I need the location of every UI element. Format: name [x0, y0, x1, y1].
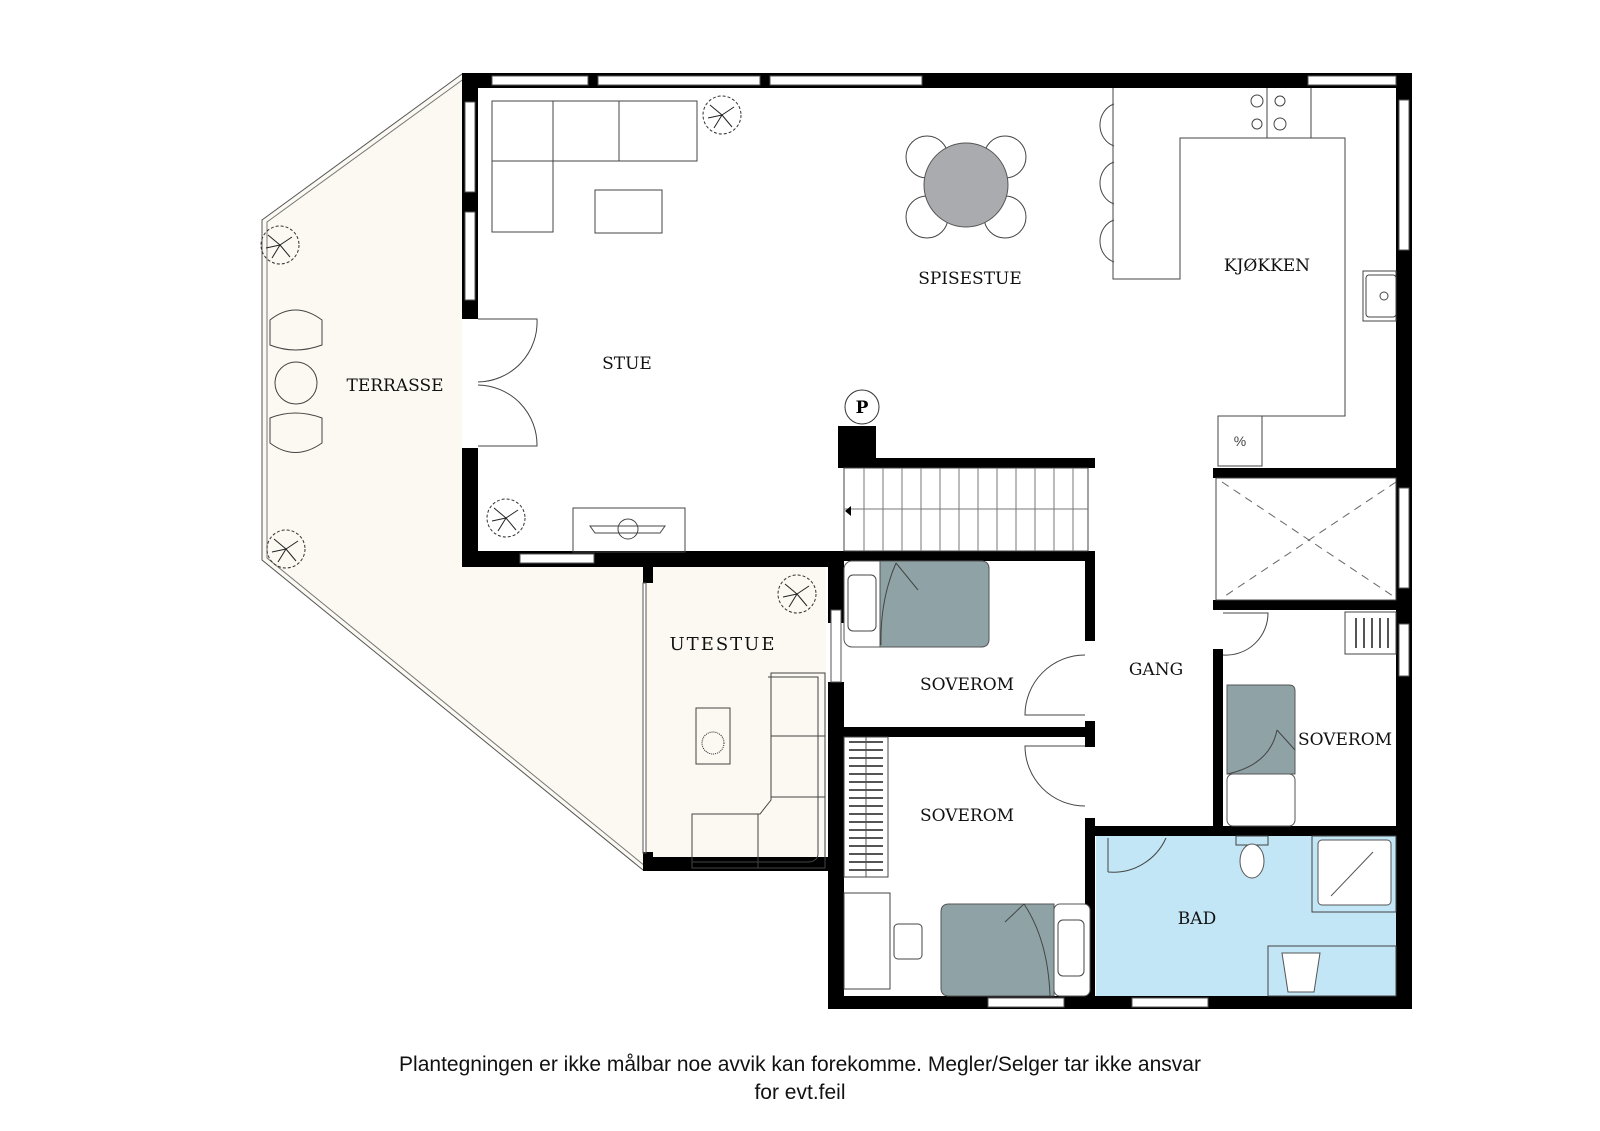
room-label-bad: BAD: [1178, 909, 1216, 929]
plant-icon: [486, 498, 526, 538]
disclaimer-caption: Plantegningen er ikke målbar noe avvik k…: [0, 1051, 1600, 1107]
bar-stools: [1099, 103, 1115, 263]
sofa: [491, 100, 698, 233]
fireplace-marker: P: [844, 389, 880, 425]
side-table: [695, 707, 731, 765]
staircase: [843, 467, 1089, 552]
door-soverom-1[interactable]: [1024, 654, 1086, 716]
room-label-spisestue: SPISESTUE: [918, 269, 1022, 289]
sink-icon: [1267, 945, 1397, 997]
wardrobe: [843, 736, 889, 878]
plant-icon: [777, 574, 817, 614]
utestue-area: [646, 566, 826, 870]
stove-icon: [1250, 94, 1287, 131]
toilet-icon: [1235, 835, 1269, 879]
kitchen-counter: [1112, 88, 1397, 466]
shower-icon: [1311, 835, 1397, 913]
terrace-table: [274, 361, 318, 405]
closet: [1215, 477, 1397, 601]
door-bad[interactable]: [1107, 837, 1167, 873]
dining-set: [905, 135, 1027, 239]
terrace-door[interactable]: [477, 318, 538, 447]
svg-text:%: %: [1234, 433, 1246, 449]
radiator: [1344, 611, 1397, 655]
door-soverom-2[interactable]: [1024, 745, 1086, 807]
corner-sofa: [691, 672, 826, 869]
terrace-chair: [269, 412, 323, 453]
dishwasher-icon: %: [1217, 415, 1263, 467]
room-label-soverom-1: SOVEROM: [920, 675, 1014, 695]
room-label-kjokken: KJØKKEN: [1224, 256, 1310, 276]
terrace-area: [260, 73, 646, 871]
room-label-soverom-2: SOVEROM: [920, 806, 1014, 826]
bed-single: [1226, 684, 1296, 827]
disclaimer-line-2: for evt.feil: [754, 1081, 846, 1104]
coffee-table: [594, 189, 663, 234]
plant-icon: [266, 529, 306, 569]
desk: [843, 892, 923, 990]
bed-double: [843, 560, 990, 648]
room-label-utestue: UTESTUE: [670, 634, 777, 655]
fireplace-label: P: [856, 398, 869, 418]
windows: [464, 75, 1410, 1008]
room-label-gang: GANG: [1129, 660, 1183, 680]
terrace-chair: [269, 309, 323, 351]
sink-icon: [1365, 274, 1397, 318]
disclaimer-line-1: Plantegningen er ikke målbar noe avvik k…: [399, 1053, 1201, 1076]
room-label-stue: STUE: [602, 354, 652, 374]
room-label-terrasse: TERRASSE: [346, 376, 443, 396]
door-soverom-3[interactable]: [1222, 612, 1269, 656]
bed-double: [940, 903, 1091, 997]
tv-bench: [572, 507, 686, 553]
plant-icon: [260, 225, 300, 265]
plant-icon: [702, 95, 742, 135]
room-label-soverom-3: SOVEROM: [1298, 730, 1392, 750]
